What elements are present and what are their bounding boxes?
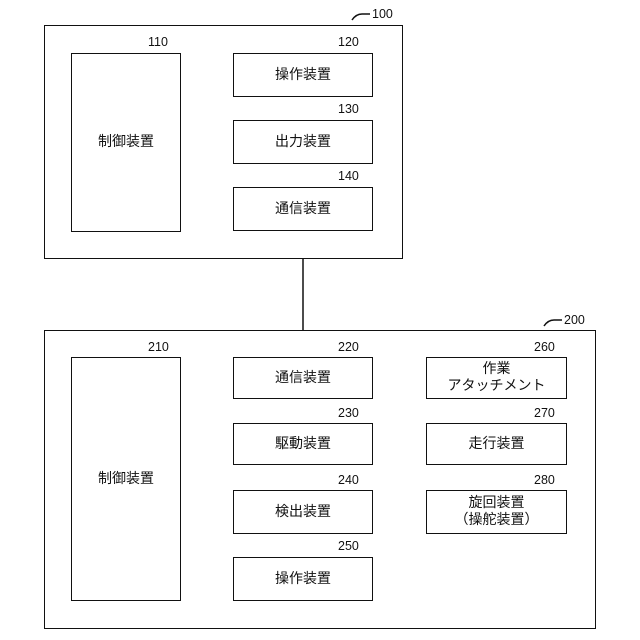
ref-230: 230 bbox=[338, 406, 359, 420]
output-device-130-label: 出力装置 bbox=[275, 134, 331, 151]
drive-device-230-box: 駆動装置 bbox=[233, 423, 373, 465]
operation-device-120-label: 操作装置 bbox=[275, 67, 331, 84]
ref-200: 200 bbox=[564, 313, 585, 327]
operation-device-250-box: 操作装置 bbox=[233, 557, 373, 601]
work-attachment-260-box: 作業 アタッチメント bbox=[426, 357, 567, 399]
comm-device-140-label: 通信装置 bbox=[275, 201, 331, 218]
travel-device-270-label: 走行装置 bbox=[469, 436, 525, 453]
detection-device-240-box: 検出装置 bbox=[233, 490, 373, 534]
work-attachment-260-label-line2: アタッチメント bbox=[448, 378, 546, 395]
swing-device-280-label-line1: 旋回装置 bbox=[469, 495, 525, 512]
controller-210-label: 制御装置 bbox=[98, 471, 154, 488]
ref-260: 260 bbox=[534, 340, 555, 354]
ref-250: 250 bbox=[338, 539, 359, 553]
ref-110: 110 bbox=[148, 35, 168, 49]
drive-device-230-label: 駆動装置 bbox=[275, 436, 331, 453]
ref-270: 270 bbox=[534, 406, 555, 420]
controller-110-box: 制御装置 bbox=[71, 53, 181, 232]
leader-200 bbox=[544, 320, 562, 326]
output-device-130-box: 出力装置 bbox=[233, 120, 373, 164]
comm-device-140-box: 通信装置 bbox=[233, 187, 373, 231]
swing-device-280-box: 旋回装置 （操舵装置） bbox=[426, 490, 567, 534]
ref-140: 140 bbox=[338, 169, 359, 183]
operation-device-120-box: 操作装置 bbox=[233, 53, 373, 97]
work-attachment-260-label-line1: 作業 bbox=[483, 361, 511, 378]
detection-device-240-label: 検出装置 bbox=[275, 504, 331, 521]
comm-device-220-label: 通信装置 bbox=[275, 370, 331, 387]
ref-220: 220 bbox=[338, 340, 359, 354]
leader-100 bbox=[352, 14, 370, 20]
ref-240: 240 bbox=[338, 473, 359, 487]
comm-device-220-box: 通信装置 bbox=[233, 357, 373, 399]
ref-280: 280 bbox=[534, 473, 555, 487]
swing-device-280-label-line2: （操舵装置） bbox=[455, 512, 539, 529]
ref-120: 120 bbox=[338, 35, 359, 49]
travel-device-270-box: 走行装置 bbox=[426, 423, 567, 465]
controller-110-label: 制御装置 bbox=[98, 134, 154, 151]
operation-device-250-label: 操作装置 bbox=[275, 571, 331, 588]
controller-210-box: 制御装置 bbox=[71, 357, 181, 601]
ref-130: 130 bbox=[338, 102, 359, 116]
ref-210: 210 bbox=[148, 340, 169, 354]
ref-100: 100 bbox=[372, 7, 393, 21]
